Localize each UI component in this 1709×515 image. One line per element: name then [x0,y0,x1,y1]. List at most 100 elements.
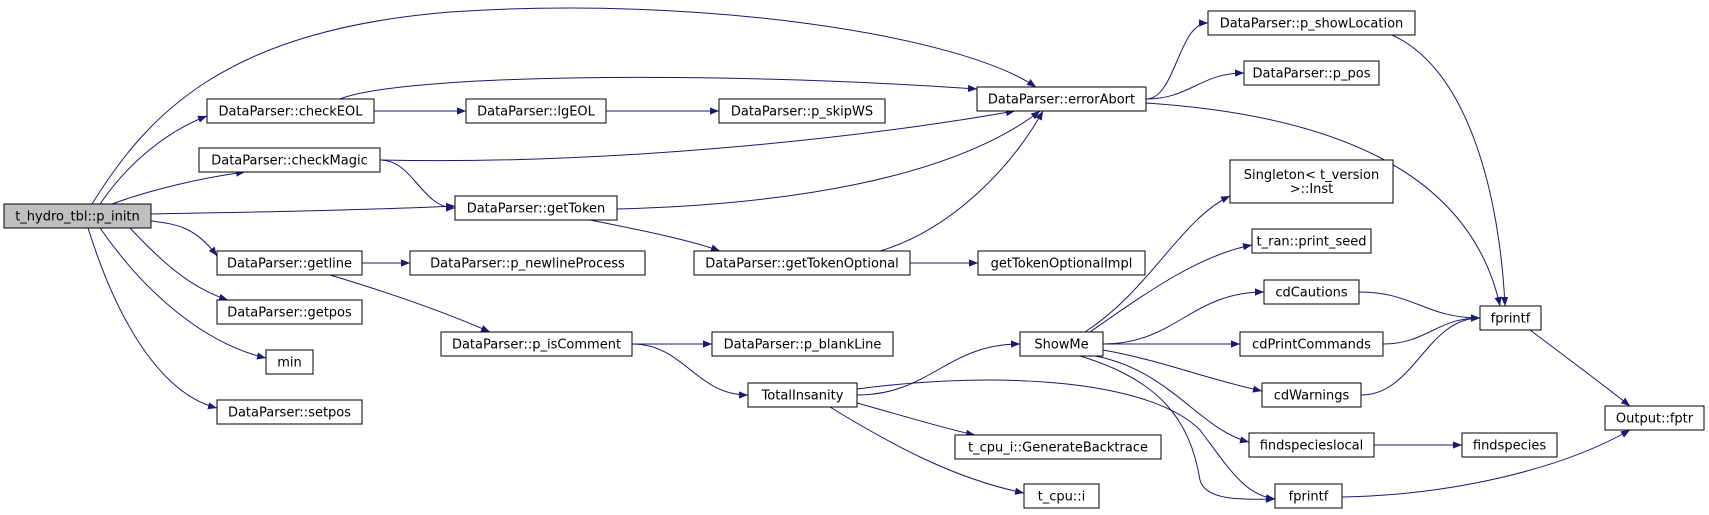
node-showLocation[interactable]: DataParser::p_showLocation [1207,10,1416,36]
node-box [1604,405,1705,431]
edge-checkMagic-to-errorAbort [379,109,1016,162]
node-label: findspecieslocal [1260,439,1364,454]
edge-TotalInsanity-to-GenerateBacktrace [856,402,976,437]
node-cdPrintCommands[interactable]: cdPrintCommands [1239,331,1384,357]
node-setpos[interactable]: DataParser::setpos [216,399,363,425]
node-print_seed[interactable]: t_ran::print_seed [1251,228,1372,254]
node-label: DataParser::p_isComment [452,338,621,353]
node-box [3,203,152,229]
node-checkMagic[interactable]: DataParser::checkMagic [198,147,381,173]
edge-showLocation-to-fprintf_main [1391,34,1509,307]
node-errorAbort[interactable]: DataParser::errorAbort [976,86,1147,112]
edge-fprintf_main-to-fptr [1529,329,1631,407]
node-label: DataParser::getline [227,257,352,272]
node-p_pos[interactable]: DataParser::p_pos [1243,60,1380,86]
node-cdCautions[interactable]: cdCautions [1263,279,1360,305]
node-findspecies[interactable]: findspecies [1461,432,1558,458]
node-findspecieslocal[interactable]: findspecieslocal [1248,432,1375,458]
node-label: getTokenOptionalImpl [991,257,1133,272]
node-box [1239,331,1384,357]
node-label: DataParser::checkEOL [218,105,363,120]
node-label: min [277,356,302,371]
node-label-line: Singleton< t_version [1244,168,1380,183]
node-label: DataParser::errorAbort [988,93,1135,108]
node-box [711,331,894,357]
node-label: DataParser::lgEOL [477,105,596,120]
edge-root-to-min [99,227,267,360]
node-box [198,147,381,173]
node-skipWS[interactable]: DataParser::p_skipWS [718,98,886,124]
node-blankLine[interactable]: DataParser::p_blankLine [711,331,894,357]
edge-cdPrintCommands-to-fprintf_main [1382,314,1481,345]
node-getpos[interactable]: DataParser::getpos [216,299,363,325]
node-box [1251,228,1372,254]
node-label: DataParser::getpos [227,306,352,321]
node-box [465,98,607,124]
node-box [954,434,1162,460]
node-lgEOL[interactable]: DataParser::lgEOL [465,98,607,124]
node-SingletonInst[interactable]: Singleton< t_version>::Inst [1229,159,1394,204]
edge-errorAbort-to-p_pos [1145,69,1245,100]
edge-root-to-errorAbort [91,7,1037,205]
node-box [1274,483,1343,509]
node-getTokenOptional[interactable]: DataParser::getTokenOptional [693,250,911,276]
node-label: DataParser::p_newlineProcess [430,257,625,272]
node-label: DataParser::p_showLocation [1220,17,1404,32]
node-fprintf_main[interactable]: fprintf [1479,305,1542,331]
edge-TotalInsanity-to-fprintf_bottom [856,379,1276,502]
edge-errorAbort-to-fprintf_main [1145,102,1502,307]
edge-root-to-getline [150,220,218,257]
node-GenerateBacktrace[interactable]: t_cpu_i::GenerateBacktrace [954,434,1162,460]
node-checkEOL[interactable]: DataParser::checkEOL [206,98,375,124]
node-box [693,250,911,276]
node-newlineProcess[interactable]: DataParser::p_newlineProcess [409,250,646,276]
node-fptr[interactable]: Output::fptr [1604,405,1705,431]
edge-root-to-checkMagic [111,169,246,205]
node-box [216,399,363,425]
edge-errorAbort-to-showLocation [1145,19,1209,100]
node-box [1261,382,1362,408]
node-isComment[interactable]: DataParser::p_isComment [440,331,633,357]
edges-layer [87,7,1631,503]
edge-root-to-checkEOL [99,115,208,205]
edge-root-to-getpos [129,227,229,301]
node-TotalInsanity[interactable]: TotalInsanity [747,382,858,408]
edge-ShowMe-to-print_seed [1089,243,1253,333]
node-label: t_hydro_tbl::p_initn [15,210,140,225]
node-root[interactable]: t_hydro_tbl::p_initn [3,203,152,229]
edge-ShowMe-to-cdWarnings [1102,349,1263,393]
node-ShowMe[interactable]: ShowMe [1019,331,1104,357]
node-box [1248,432,1375,458]
node-label: t_ran::print_seed [1257,235,1367,250]
node-cpu_i[interactable]: t_cpu::i [1023,483,1100,509]
node-box [1229,159,1394,204]
edge-ShowMe-to-cdCautions [1102,288,1265,345]
node-box [216,299,363,325]
node-label: findspecies [1473,439,1546,454]
node-getline[interactable]: DataParser::getline [216,250,363,276]
edge-isComment-to-TotalInsanity [631,343,749,399]
node-label: Output::fptr [1616,412,1694,427]
node-getToken[interactable]: DataParser::getToken [454,195,618,221]
node-label: DataParser::p_blankLine [724,338,882,353]
node-box [454,195,618,221]
edge-fprintf_bottom-to-fptr [1341,429,1631,498]
node-fprintf_bottom[interactable]: fprintf [1274,483,1343,509]
node-label: cdCautions [1275,286,1348,301]
node-min[interactable]: min [265,349,314,375]
node-label: DataParser::getTokenOptional [705,257,899,272]
node-cdWarnings[interactable]: cdWarnings [1261,382,1362,408]
node-box [1461,432,1558,458]
edge-root-to-getToken [150,202,456,215]
node-label: cdPrintCommands [1252,338,1371,353]
edge-getline-to-isComment [329,274,491,333]
node-box [265,349,314,375]
node-getTokenOptionalImpl[interactable]: getTokenOptionalImpl [977,250,1146,276]
node-label: ShowMe [1034,338,1088,353]
edge-TotalInsanity-to-ShowMe [856,340,1021,396]
edge-cdCautions-to-fprintf_main [1358,291,1481,322]
node-label: DataParser::p_pos [1253,67,1371,82]
node-box [718,98,886,124]
edge-getTokenOptional-to-errorAbort [879,110,1044,252]
